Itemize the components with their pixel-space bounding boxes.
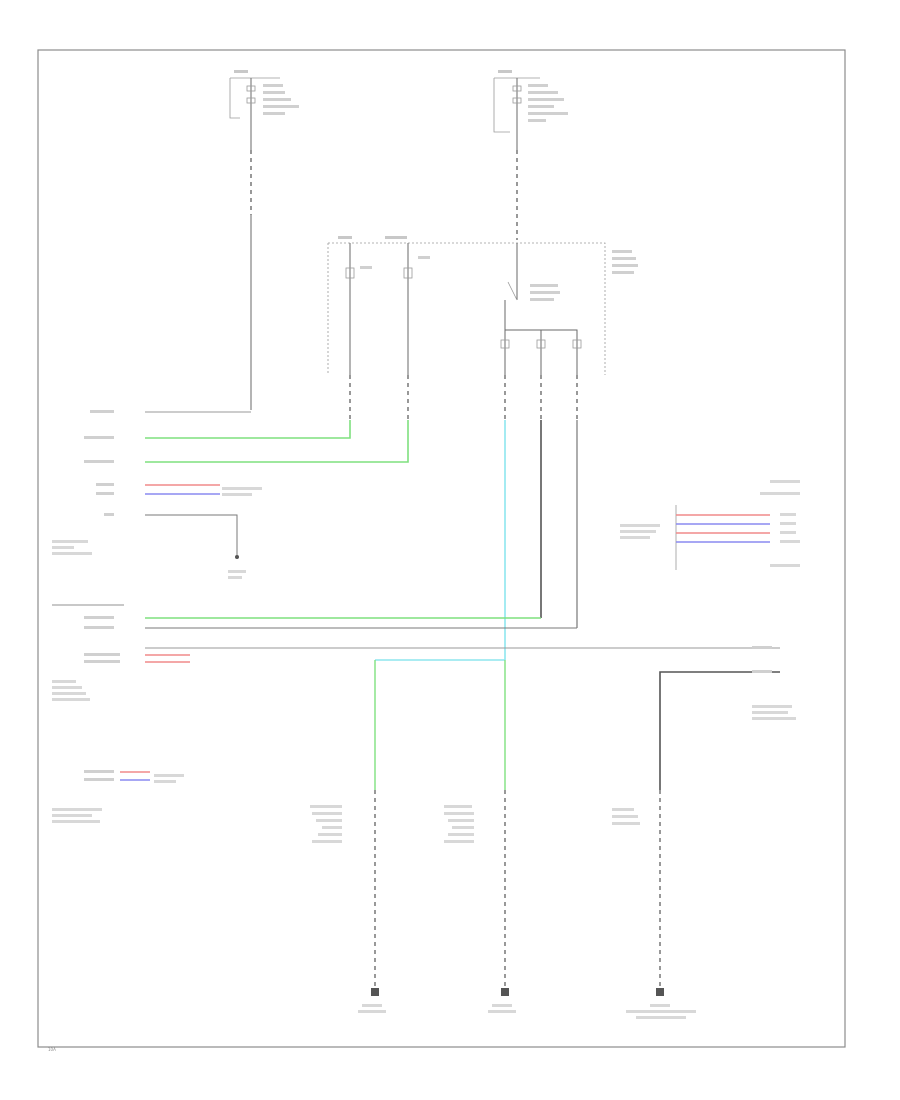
- relay-connectors: [349, 375, 578, 420]
- diagram-frame: [37, 49, 846, 1048]
- lower-left-switch: [52, 770, 184, 823]
- footer-ref: 10A: [48, 1047, 56, 1052]
- right-control-switch: [620, 480, 800, 570]
- lower-branch-left: [310, 790, 386, 1013]
- relay-module: [327, 236, 638, 375]
- lower-branch-right: [612, 790, 696, 1019]
- fuse-block-right: [493, 70, 568, 240]
- fuse-block-left-text: [234, 70, 299, 115]
- left-module-upper: [52, 410, 262, 579]
- wire-harness-middle: [145, 420, 780, 790]
- fuse-block-left: [229, 70, 299, 410]
- left-module-middle: [52, 604, 124, 701]
- lower-branch-middle: [444, 790, 516, 1013]
- right-sensor-labels: [752, 646, 796, 720]
- fuse-block-right-text: [498, 70, 568, 122]
- wire-harness-upper: [145, 411, 409, 559]
- relay-module-text: [338, 236, 638, 301]
